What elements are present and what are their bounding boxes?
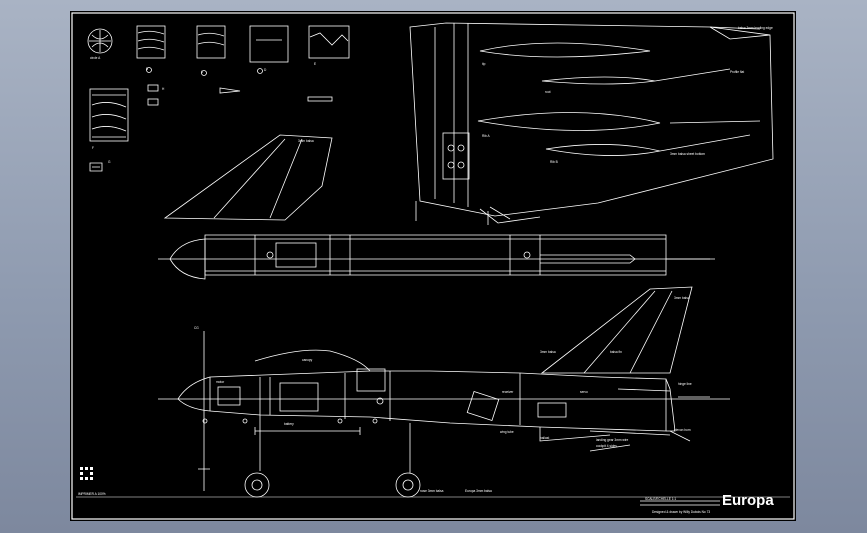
wing-panel: [409, 22, 774, 225]
plan-drawing: balsa 3mm leading edge Profile flat tip …: [71, 12, 795, 520]
cg-label: CG: [194, 326, 199, 330]
wing-panel-label: Profile flat: [730, 70, 744, 74]
fin-label: 3mm balsa: [298, 139, 314, 143]
legend-f: F: [92, 146, 94, 150]
legend-details: [87, 25, 350, 172]
drawing-texts: balsa 3mm leading edge Profile flat tip …: [78, 26, 774, 514]
fuselage-top-view: [158, 234, 715, 280]
rib-a-label: Rib A: [482, 134, 490, 138]
bottom-note-right: Europa 3mm balsa: [465, 489, 492, 493]
legend-d: D: [264, 68, 267, 72]
legend-e: E: [314, 62, 316, 66]
legend-c: C: [201, 70, 204, 74]
drawing-subtitle: Designed & drawn by Willy Dubois No 73: [652, 510, 710, 514]
battery-label: battery: [284, 422, 294, 426]
bottom-note-left: nose 3mm balsa: [420, 489, 444, 493]
cad-viewport[interactable]: balsa 3mm leading edge Profile flat tip …: [70, 11, 796, 521]
wing-top-edge-label: balsa 3mm leading edge: [738, 26, 773, 30]
rudder-hinge-label: hinge line: [678, 382, 692, 386]
drawing-frame: [71, 12, 795, 520]
receiver-label: receiver: [502, 390, 514, 394]
wing-bottom-note: 3mm balsa sheet bottom: [670, 152, 705, 156]
print-note: IMPRIMER A 100%: [78, 492, 106, 496]
wing-root-label: root: [545, 90, 551, 94]
fuselage-side-view: [158, 286, 730, 498]
cockpit-note: cockpit 4 sides: [596, 444, 617, 448]
scale-note: SCALE/ECHELLE 1:1: [645, 497, 676, 501]
motor-label: motor: [216, 380, 225, 384]
fin-tab-label: balsa fin: [610, 350, 622, 354]
drawing-title: Europa: [722, 492, 774, 509]
legend-b: B: [146, 67, 148, 71]
stamp-icon: [80, 467, 93, 480]
servo-label: servo: [580, 390, 588, 394]
fin-top-view: [163, 134, 333, 221]
legend-a: circle A: [90, 56, 101, 60]
canopy-label: canopy: [302, 358, 313, 362]
wing-tube-label: wing tube: [500, 430, 514, 434]
wing-tip-label: tip: [482, 62, 486, 66]
legend-g: G: [108, 160, 111, 164]
ballast-label: ballast: [540, 436, 549, 440]
elevon-note: elevon horn: [674, 428, 691, 432]
legend-h: H: [162, 87, 165, 91]
gear-note: landing gear 3mm wire: [596, 438, 628, 442]
rib-b-label: Rib B: [550, 160, 558, 164]
fuselage-balsa-label: 3mm balsa: [540, 350, 556, 354]
fin-balsa-label: 3mm balsa: [674, 296, 690, 300]
